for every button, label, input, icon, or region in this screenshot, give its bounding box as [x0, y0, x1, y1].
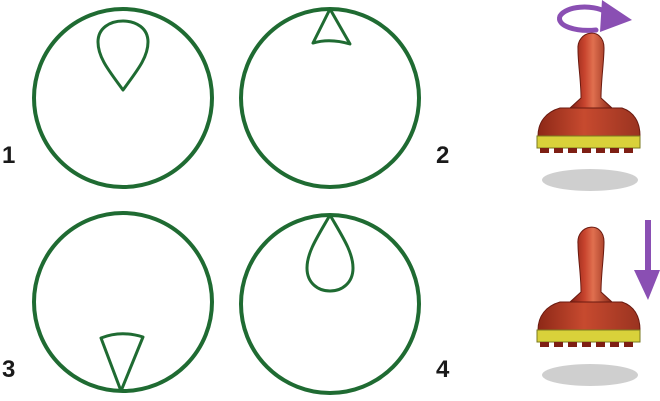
stamp-shadow	[542, 364, 638, 386]
panel-1: 1	[2, 9, 212, 187]
dial-circle	[241, 215, 419, 393]
teardrop-marker	[307, 215, 353, 291]
stamp-band	[537, 330, 640, 342]
stamp-rotate	[537, 0, 640, 191]
panel-number: 1	[2, 142, 15, 169]
wedge-marker	[101, 334, 143, 391]
panel-number: 3	[2, 356, 15, 383]
stamp-shadow	[542, 169, 638, 191]
teardrop-marker	[98, 21, 148, 90]
stamp-handle	[570, 33, 612, 108]
arrow-head	[600, 0, 632, 32]
panel-2: 2	[241, 9, 449, 187]
stamp-base	[538, 302, 640, 330]
panel-4: 4	[241, 215, 450, 393]
stamp-band	[537, 136, 640, 148]
panel-number: 4	[436, 356, 450, 383]
stamp-base	[538, 108, 640, 136]
dial-circle	[34, 9, 212, 187]
wedge-marker	[313, 9, 350, 44]
stamp-press	[537, 220, 660, 386]
stamp-teeth	[540, 148, 633, 153]
curved-rotate-arrow-icon	[559, 7, 606, 30]
dial-circle	[34, 213, 212, 391]
panel-3: 3	[2, 213, 212, 391]
stamp-handle	[570, 227, 612, 302]
dial-circle	[241, 9, 419, 187]
down-arrow-icon	[634, 220, 660, 300]
stamp-teeth	[540, 342, 633, 347]
panel-number: 2	[436, 142, 449, 169]
